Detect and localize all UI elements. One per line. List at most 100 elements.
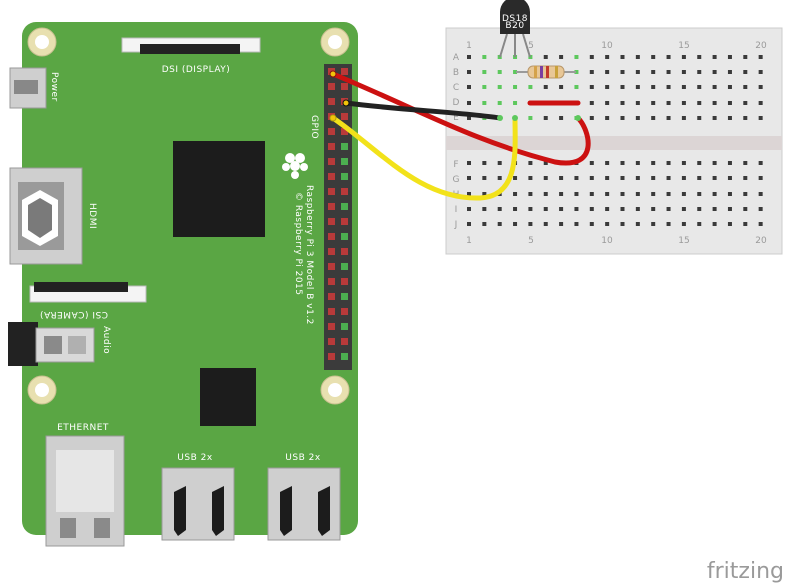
gpio-pin (328, 158, 335, 165)
usb-label-2: USB 2x (285, 453, 321, 463)
breadboard-hole (727, 222, 732, 226)
breadboard-hole (528, 222, 533, 226)
gpio-pin (328, 173, 335, 180)
breadboard-hole (712, 85, 717, 89)
breadboard-hole (727, 207, 732, 211)
row-label-e: E (453, 113, 459, 123)
gpio-pin (328, 218, 335, 225)
gpio-pin (341, 188, 348, 195)
row-label-a: A (453, 53, 460, 63)
breadboard-hole (666, 161, 671, 165)
breadboard: 1 5 10 15 20 1 5 10 15 20 A B C D E F G … (445, 27, 783, 255)
gpio-pin (341, 158, 348, 165)
col-number-bottom-20: 20 (755, 236, 767, 246)
breadboard-hole (589, 55, 594, 59)
power-label: Power (49, 72, 59, 102)
breadboard-hole (712, 192, 717, 196)
breadboard-hole (497, 70, 502, 74)
breadboard-hole (727, 176, 732, 180)
row-label-b: B (453, 68, 459, 78)
breadboard-hole (697, 207, 702, 211)
ds18b20-sensor: DS18 B20 (499, 0, 531, 58)
gpio-pin (341, 353, 348, 360)
breadboard-hole (743, 207, 748, 211)
breadboard-hole (497, 176, 502, 180)
breadboard-hole (605, 161, 610, 165)
breadboard-hole (559, 192, 564, 196)
breadboard-hole (620, 85, 625, 89)
breadboard-hole (589, 222, 594, 226)
breadboard-hole (743, 192, 748, 196)
breadboard-hole (482, 176, 487, 180)
breadboard-hole (543, 55, 548, 59)
breadboard-hole (559, 207, 564, 211)
breadboard-hole (635, 161, 640, 165)
breadboard-hole (681, 101, 686, 105)
breadboard-hole (758, 85, 763, 89)
breadboard-hole (574, 176, 579, 180)
col-number-bottom-1: 1 (466, 236, 472, 246)
breadboard-hole (635, 192, 640, 196)
breadboard-hole (482, 222, 487, 226)
breadboard-hole (651, 85, 656, 89)
breadboard-hole (758, 176, 763, 180)
breadboard-hole (681, 116, 686, 120)
breadboard-hole (497, 55, 502, 59)
breadboard-hole (620, 222, 625, 226)
breadboard-hole (758, 116, 763, 120)
col-number-bottom-5: 5 (528, 236, 534, 246)
gpio-pin (341, 233, 348, 240)
breadboard-hole (574, 207, 579, 211)
breadboard-hole (666, 176, 671, 180)
breadboard-hole (697, 70, 702, 74)
breadboard-hole (651, 161, 656, 165)
breadboard-hole (651, 207, 656, 211)
breadboard-hole (727, 70, 732, 74)
hdmi-label: HDMI (87, 203, 97, 229)
gpio-pin (328, 83, 335, 90)
black-wire (343, 100, 503, 121)
breadboard-hole (513, 70, 518, 74)
gpio-pin (341, 68, 348, 75)
breadboard-hole (651, 176, 656, 180)
fritzing-logo: fritzing (707, 559, 784, 584)
breadboard-hole (467, 101, 471, 105)
breadboard-hole (635, 222, 640, 226)
breadboard-hole (697, 192, 702, 196)
raspberry-pi-board: DSI (DISPLAY) Power Raspberry Pi 3 Model… (8, 22, 358, 547)
breadboard-hole (666, 70, 671, 74)
breadboard-hole (482, 207, 487, 211)
breadboard-hole (651, 101, 656, 105)
breadboard-hole (758, 101, 763, 105)
breadboard-hole (589, 85, 594, 89)
model-text-1: Raspberry Pi 3 Model B v1.2 (304, 185, 314, 325)
breadboard-hole (497, 207, 502, 211)
gpio-pin (341, 323, 348, 330)
breadboard-hole (743, 176, 748, 180)
breadboard-hole (589, 70, 594, 74)
breadboard-hole (467, 176, 471, 180)
breadboard-hole (620, 176, 625, 180)
breadboard-hole (666, 85, 671, 89)
mounting-hole-bl (27, 375, 57, 405)
gpio-label: GPIO (309, 115, 319, 139)
breadboard-hole (467, 85, 471, 89)
breadboard-hole (651, 55, 656, 59)
breadboard-hole (666, 207, 671, 211)
gpio-pin (328, 353, 335, 360)
gpio-pin (341, 338, 348, 345)
breadboard-hole (467, 161, 471, 165)
breadboard-hole (528, 85, 533, 89)
sensor-label-line2: B20 (505, 21, 524, 31)
col-number-top-1: 1 (466, 41, 472, 51)
breadboard-hole (620, 116, 625, 120)
breadboard-hole (743, 161, 748, 165)
breadboard-hole (589, 192, 594, 196)
gpio-pin (328, 233, 335, 240)
breadboard-hole (697, 55, 702, 59)
breadboard-hole (635, 116, 640, 120)
row-label-f: F (453, 160, 458, 170)
breadboard-hole (528, 55, 533, 59)
sensor-label-line1: DS18 (502, 14, 528, 24)
